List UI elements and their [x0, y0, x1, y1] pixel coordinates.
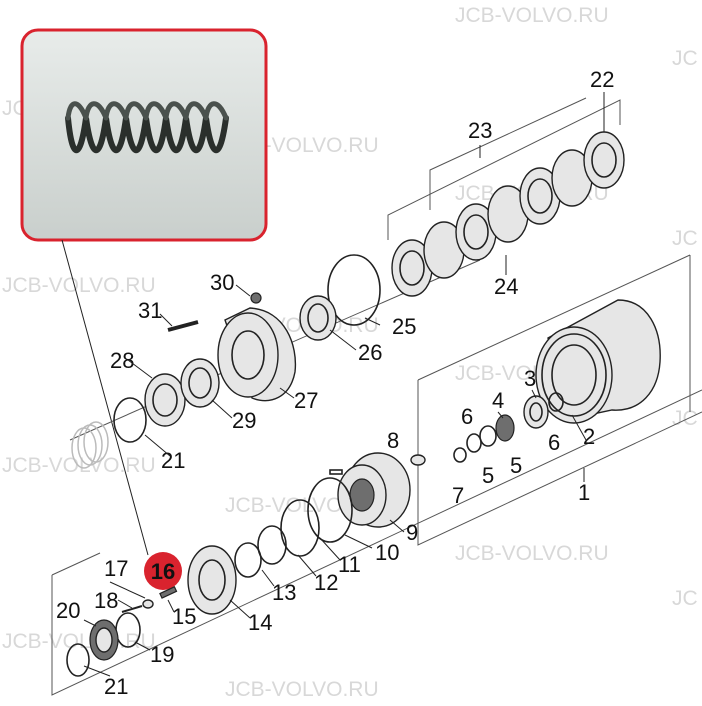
disc-pack-22-24 — [387, 97, 625, 297]
callout-26: 26 — [358, 340, 382, 365]
callout-6: 6 — [461, 404, 473, 429]
seal-bearing-28-29 — [144, 358, 220, 427]
watermark: JCB-VOLVO.RU — [2, 274, 156, 297]
callout-leaders — [83, 92, 605, 677]
callout-2: 2 — [583, 424, 595, 449]
callout-19: 19 — [150, 642, 174, 667]
plug-part-8 — [410, 454, 426, 466]
spring-photo-inset — [20, 28, 268, 242]
callout-7: 7 — [452, 483, 464, 508]
bolt-part-31 — [167, 320, 199, 332]
highlight-callout-16[interactable]: 16 — [144, 552, 182, 590]
callout-15: 15 — [172, 604, 196, 629]
callout-8: 8 — [387, 428, 399, 453]
callout-20: 20 — [56, 598, 80, 623]
callout-18: 18 — [94, 588, 118, 613]
callout-17: 17 — [104, 556, 128, 581]
callout-10: 10 — [375, 540, 399, 565]
watermark: JC — [672, 227, 698, 250]
callout-11: 11 — [338, 552, 361, 577]
callout-27: 27 — [294, 388, 318, 413]
bearing-assembly-3-7 — [453, 392, 564, 463]
hub-part-9 — [329, 452, 411, 528]
ring-seal-25-26 — [299, 254, 381, 341]
nut-part-30 — [250, 292, 262, 304]
callout-13: 13 — [272, 580, 296, 605]
spring-15-16-icon — [159, 586, 178, 599]
watermark: JCB-VOLVO.RU — [455, 542, 609, 565]
callout-31: 31 — [138, 298, 162, 323]
callout-29: 29 — [232, 408, 256, 433]
watermark: JCB-VOLVO.RU — [2, 630, 156, 653]
callout-12: 12 — [314, 570, 338, 595]
callout-22: 22 — [590, 67, 614, 92]
highlight-leader-line — [61, 239, 149, 556]
housing-part-1 — [535, 299, 661, 424]
spring-pins-15-18 — [121, 586, 178, 613]
frame-right — [417, 380, 702, 546]
callout-28: 28 — [110, 348, 134, 373]
watermark: JC — [672, 587, 698, 610]
watermark: JC — [672, 407, 698, 430]
callout-14: 14 — [248, 610, 272, 635]
spring-photo-icon — [65, 101, 229, 154]
callout-16: 16 — [151, 559, 175, 584]
callout-labels: 1 2 3 4 5 5 6 6 7 8 9 10 11 12 13 14 15 … — [56, 67, 614, 699]
watermark: JC — [672, 47, 698, 70]
callout-21: 21 — [104, 674, 128, 699]
ring-part-21-upper — [71, 397, 147, 469]
callout-6: 6 — [548, 430, 560, 455]
o-rings-10-13 — [234, 477, 353, 578]
callout-4: 4 — [492, 388, 504, 413]
callout-25: 25 — [392, 314, 416, 339]
callout-24: 24 — [494, 274, 518, 299]
callout-30: 30 — [210, 270, 234, 295]
gear-rings-19-21 — [66, 612, 141, 677]
callout-23: 23 — [468, 118, 492, 143]
callout-1: 1 — [578, 480, 590, 505]
carrier-part-27 — [167, 292, 297, 402]
watermark: JCB-VOLVO.RU — [225, 678, 379, 701]
callout-5: 5 — [482, 463, 494, 488]
assembly-frames — [51, 254, 702, 696]
frame-lower — [51, 389, 702, 696]
callout-5: 5 — [510, 453, 522, 478]
watermark: JCB-VOLVO.RU — [455, 4, 609, 27]
piston-part-14 — [187, 545, 237, 615]
callout-9: 9 — [406, 520, 418, 545]
callout-3: 3 — [524, 366, 536, 391]
highlight-badge — [144, 552, 182, 590]
